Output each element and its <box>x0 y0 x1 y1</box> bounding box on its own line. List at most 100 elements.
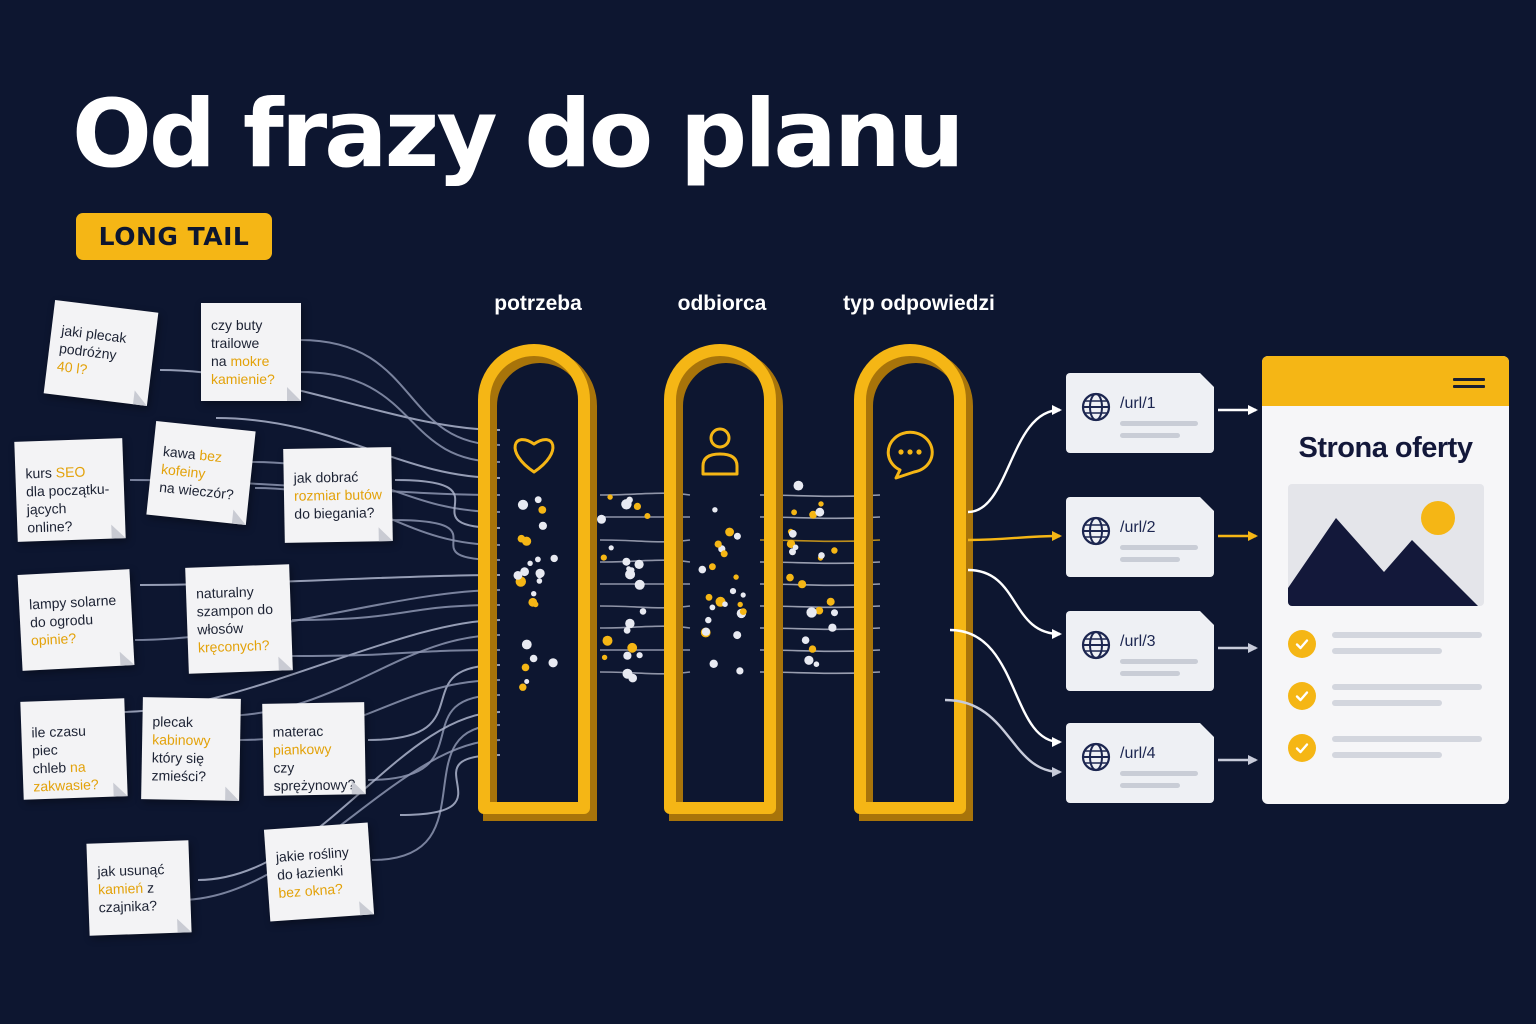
note-keyword: kręconych? <box>197 636 270 656</box>
gate-label-audience: odbiorca <box>677 292 767 315</box>
note-line: na mokre <box>211 352 291 370</box>
url-card-2[interactable]: /url/2 <box>1066 497 1214 577</box>
particle-dot <box>531 591 537 597</box>
particle-dot <box>600 554 607 561</box>
check-icon <box>1288 630 1316 658</box>
note-text: który się <box>151 749 205 767</box>
note-line: plecak <box>152 712 230 731</box>
flow-line <box>371 724 501 861</box>
text-line <box>1332 648 1442 654</box>
page-header-bar <box>1262 356 1509 406</box>
note-line: dla początku- <box>26 479 115 500</box>
particle-dot <box>739 608 747 615</box>
heart-icon <box>513 438 555 474</box>
offer-page-card[interactable]: Strona oferty <box>1262 356 1509 804</box>
particle-dot <box>808 645 817 653</box>
particle-dot <box>831 609 838 617</box>
note-line: kamienie? <box>211 370 291 388</box>
flow-line <box>299 371 501 463</box>
note-keyword: 40 l? <box>56 357 89 378</box>
particle-dot <box>636 652 643 659</box>
particle-dot <box>709 604 716 611</box>
particle-dot <box>634 579 645 590</box>
gate-label-answer-type: typ odpowiedzi <box>843 292 995 315</box>
note-text: jących online? <box>26 500 73 536</box>
note-keyword: kabinowy <box>152 731 211 749</box>
particle-dot <box>798 580 807 589</box>
note-text: trailowe <box>211 335 260 351</box>
text-line <box>1120 433 1180 438</box>
gate-shadow <box>859 349 973 821</box>
note-keyword: mokre <box>230 353 270 369</box>
note-keyword: bez <box>198 446 223 466</box>
particle-dot <box>548 658 558 668</box>
gate-frame <box>854 344 966 814</box>
particle-dot <box>698 565 707 574</box>
particle-dot <box>722 601 728 607</box>
particle-dot <box>608 545 614 551</box>
particle-dot <box>709 563 716 571</box>
url-card-1[interactable]: /url/1 <box>1066 373 1214 453</box>
note-line: rozmiar butów <box>294 485 382 505</box>
particle-dot <box>622 557 631 566</box>
note-line: ile czasu piec <box>31 721 116 760</box>
note-text: materac <box>272 722 324 740</box>
particle-dot <box>705 593 713 601</box>
note-line: piankowy czy <box>273 739 356 776</box>
hamburger-menu-icon[interactable] <box>1453 378 1485 392</box>
note-text: jak dobrać <box>293 468 359 486</box>
url-card-4[interactable]: /url/4 <box>1066 723 1214 803</box>
particle-dot <box>791 509 797 516</box>
note-text: naturalny <box>195 583 254 602</box>
note-line: trailowe <box>211 334 291 352</box>
particle-dot <box>714 540 722 548</box>
text-line <box>1120 557 1180 562</box>
note-line: zmieści? <box>151 766 229 785</box>
note-text: sprężynowy? <box>273 776 356 794</box>
url-label: /url/1 <box>1120 395 1156 412</box>
note-text: plecak <box>152 713 194 731</box>
particle-dot <box>828 623 837 632</box>
note-line: który się <box>152 748 230 767</box>
flow-line <box>197 711 501 881</box>
note-text: jak usunąć <box>97 861 165 880</box>
gate-shadow <box>483 349 597 821</box>
particle-dot <box>520 567 529 577</box>
particle-dot <box>804 655 814 665</box>
note-keyword: rozmiar butów <box>293 486 383 504</box>
note-line: kabinowy <box>152 730 230 749</box>
particle-dot <box>809 510 817 519</box>
mountain-image-icon <box>1288 501 1478 606</box>
particle-dot <box>815 507 825 517</box>
note-text: ile czasu piec <box>31 722 87 759</box>
note-text: kurs <box>25 464 57 482</box>
particle-dot <box>628 673 637 683</box>
flow-line <box>391 519 501 561</box>
particle-dot <box>521 663 530 672</box>
url-card-3[interactable]: /url/3 <box>1066 611 1214 691</box>
text-line <box>1120 771 1198 776</box>
particle-dot <box>524 679 530 684</box>
particle-dot <box>788 529 797 538</box>
offer-page-title: Strona oferty <box>1298 432 1473 464</box>
particle-dot <box>792 544 799 551</box>
particle-dot <box>801 636 810 644</box>
note-line: sprężynowy? <box>273 775 355 794</box>
note-keyword: zakwasie? <box>33 776 99 795</box>
note-line: jących online? <box>26 497 115 536</box>
note-keyword: opinie? <box>30 630 77 649</box>
note-text: czajnika? <box>98 897 158 916</box>
particle-dot <box>522 536 532 546</box>
particle-dot <box>529 654 538 663</box>
note-line: czy buty <box>211 316 291 334</box>
globe-icon <box>1081 392 1111 422</box>
particle-dot <box>535 568 545 578</box>
particle-dot <box>623 651 632 660</box>
particle-dot <box>602 635 613 646</box>
